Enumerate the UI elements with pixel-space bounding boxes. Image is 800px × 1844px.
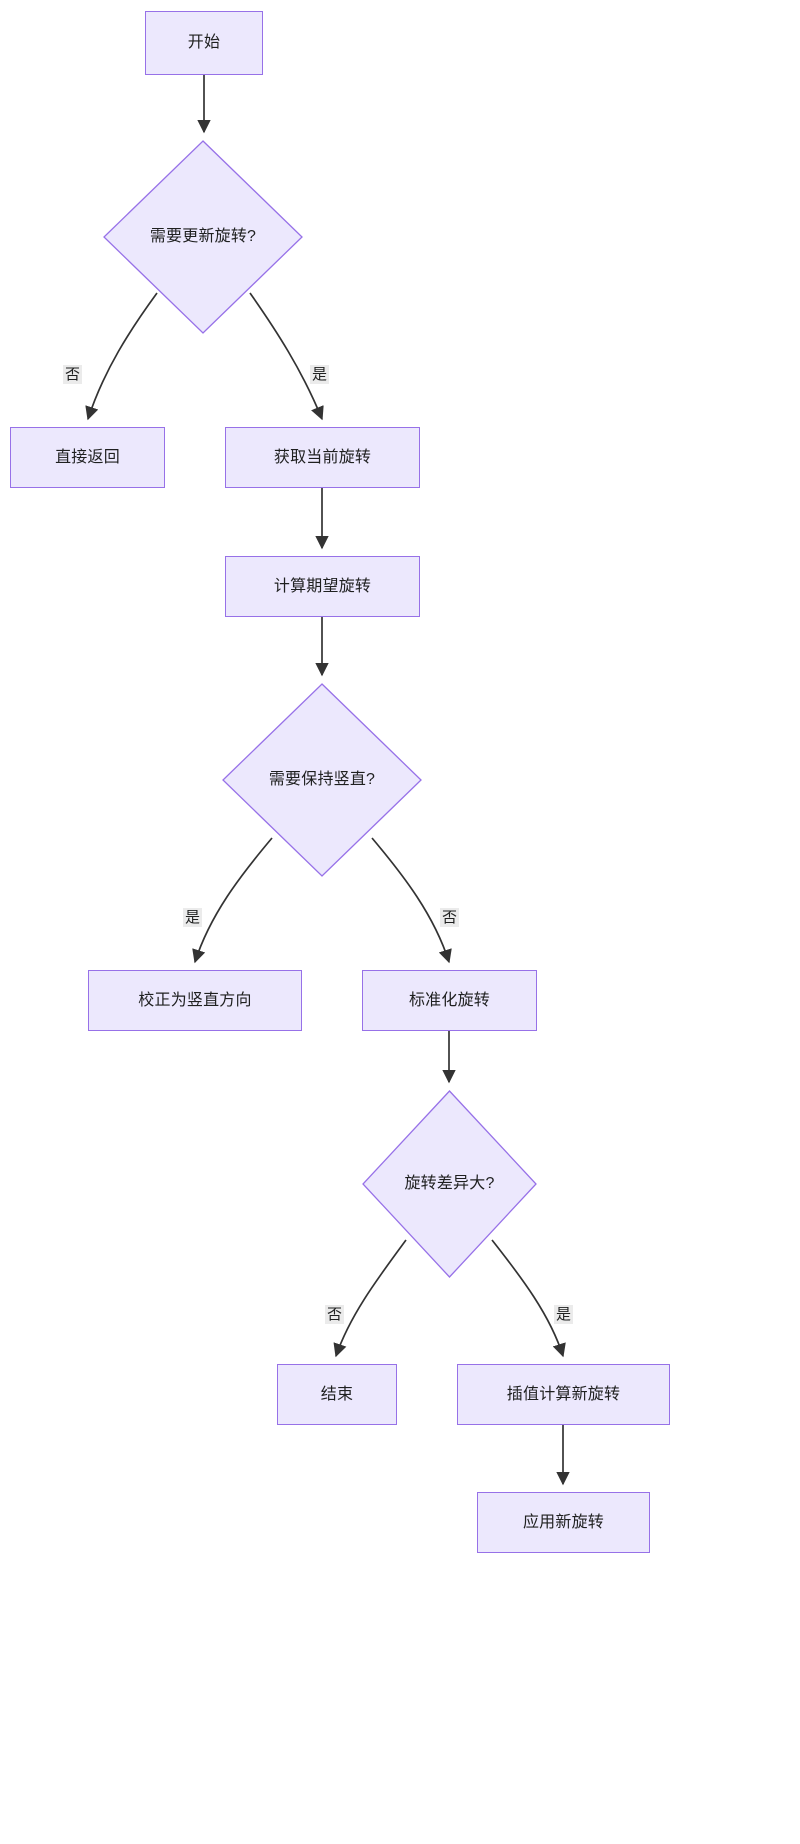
flowchart-node-label: 校正为竖直方向	[138, 991, 252, 1009]
flowchart-node-label: 直接返回	[55, 448, 120, 466]
flowchart-edge-label: 是	[554, 1305, 574, 1325]
flowchart-node-label: 插值计算新旋转	[506, 1385, 621, 1403]
flowchart-node-label: 应用新旋转	[522, 1513, 604, 1531]
diamond-shape-icon	[362, 1090, 537, 1278]
flowchart-node-returnNow[interactable]: 直接返回	[10, 427, 165, 488]
flowchart-node-label: 标准化旋转	[408, 991, 490, 1009]
flowchart-node-label: 获取当前旋转	[273, 448, 372, 466]
flowchart-edge-label: 否	[63, 365, 83, 385]
flowchart-edge-label: 否	[440, 908, 460, 928]
flowchart-edge-label: 否	[325, 1305, 345, 1325]
flowchart-node-label: 旋转差异大?	[404, 1175, 495, 1193]
flowchart-node-bigDiff[interactable]: 旋转差异大?	[362, 1090, 537, 1278]
flowchart-node-alignUp[interactable]: 校正为竖直方向	[88, 970, 302, 1031]
flowchart-node-normalize[interactable]: 标准化旋转	[362, 970, 537, 1031]
flowchart-node-needUpdate[interactable]: 需要更新旋转?	[103, 140, 303, 334]
flowchart-node-label: 需要更新旋转?	[149, 228, 257, 246]
flowchart-node-calcDesired[interactable]: 计算期望旋转	[225, 556, 420, 617]
flowchart-node-end[interactable]: 结束	[277, 1364, 397, 1425]
diamond-shape-icon	[103, 140, 303, 334]
flowchart-edge-label: 是	[310, 365, 330, 385]
diamond-shape-icon	[222, 683, 422, 877]
flowchart-node-label: 开始	[187, 34, 221, 52]
flowchart-node-label: 结束	[320, 1385, 354, 1403]
flowchart-node-slerp[interactable]: 插值计算新旋转	[457, 1364, 670, 1425]
flowchart-node-start[interactable]: 开始	[145, 11, 263, 75]
flowchart-edge-label: 是	[183, 908, 203, 928]
flowchart-node-apply[interactable]: 应用新旋转	[477, 1492, 650, 1553]
flowchart-node-keepUpright[interactable]: 需要保持竖直?	[222, 683, 422, 877]
flowchart-node-label: 需要保持竖直?	[268, 771, 376, 789]
flowchart-node-getCur[interactable]: 获取当前旋转	[225, 427, 420, 488]
flowchart-node-label: 计算期望旋转	[273, 577, 372, 595]
